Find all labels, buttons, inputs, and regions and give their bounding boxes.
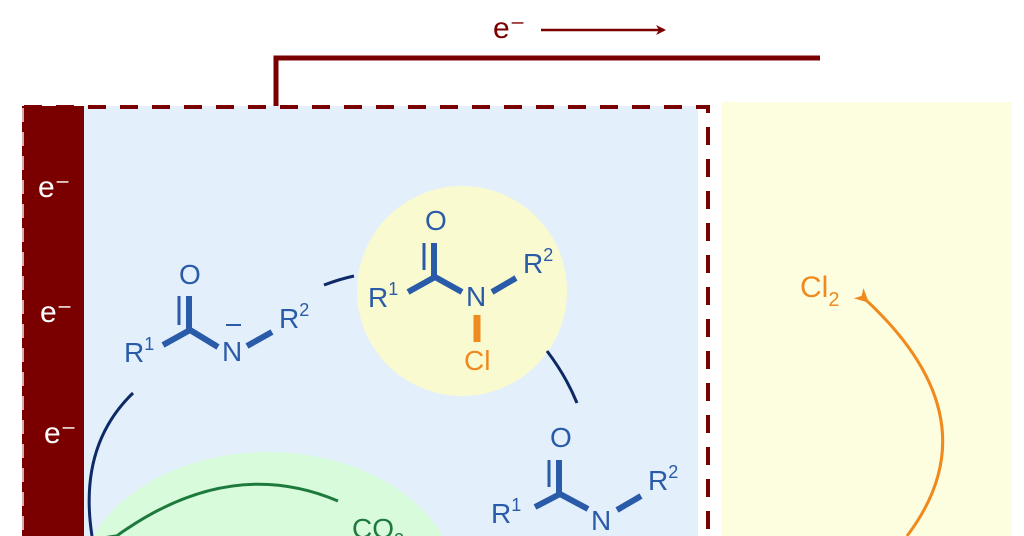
atom-oxygen: O [425,205,447,236]
atom-chlorine: Cl [464,345,490,376]
external-electron-label: e⁻ [493,12,526,45]
atom-nitrogen: N [222,336,242,367]
atom-nitrogen: N [591,505,611,536]
cathode-compartment [722,102,1012,536]
svg-text:R1: R1 [491,495,521,529]
amidate-anion-molecule: O R1 N R2 [124,259,309,368]
svg-text:R2: R2 [279,300,309,334]
cycle-arc-chloroamide-to-amide [545,350,579,404]
electrode-electron-label-2: e⁻ [40,296,73,329]
svg-text:R2: R2 [523,245,553,279]
cycle-arc-anion-to-chloroamide [323,274,355,287]
atom-nitrogen: N [466,281,486,312]
co2-arrow [106,482,339,536]
electrode-electron-label-1: e⁻ [38,171,71,204]
svg-text:Cl2: Cl2 [800,271,839,311]
electrode-bar [22,106,84,536]
dashed-boundary [24,105,710,536]
cycle-arc-to-anion [87,391,135,536]
external-wire [273,55,820,106]
cl2-formation-arrow [853,288,945,536]
amide-molecule: O R1 N R2 [491,422,678,536]
cl2-label: Cl2 [800,271,839,311]
co2-zone [93,452,443,536]
svg-text:CO2: CO2 [352,513,404,536]
n-chloroamide-molecule: O R1 N R2 Cl [368,205,553,376]
electrode-electron-label-3: e⁻ [44,417,77,450]
svg-text:R1: R1 [124,334,154,368]
atom-oxygen: O [550,422,572,453]
atom-oxygen: O [179,259,201,290]
svg-text:R2: R2 [648,462,678,496]
svg-text:R1: R1 [368,279,398,313]
co2-label: CO2 [352,513,404,536]
